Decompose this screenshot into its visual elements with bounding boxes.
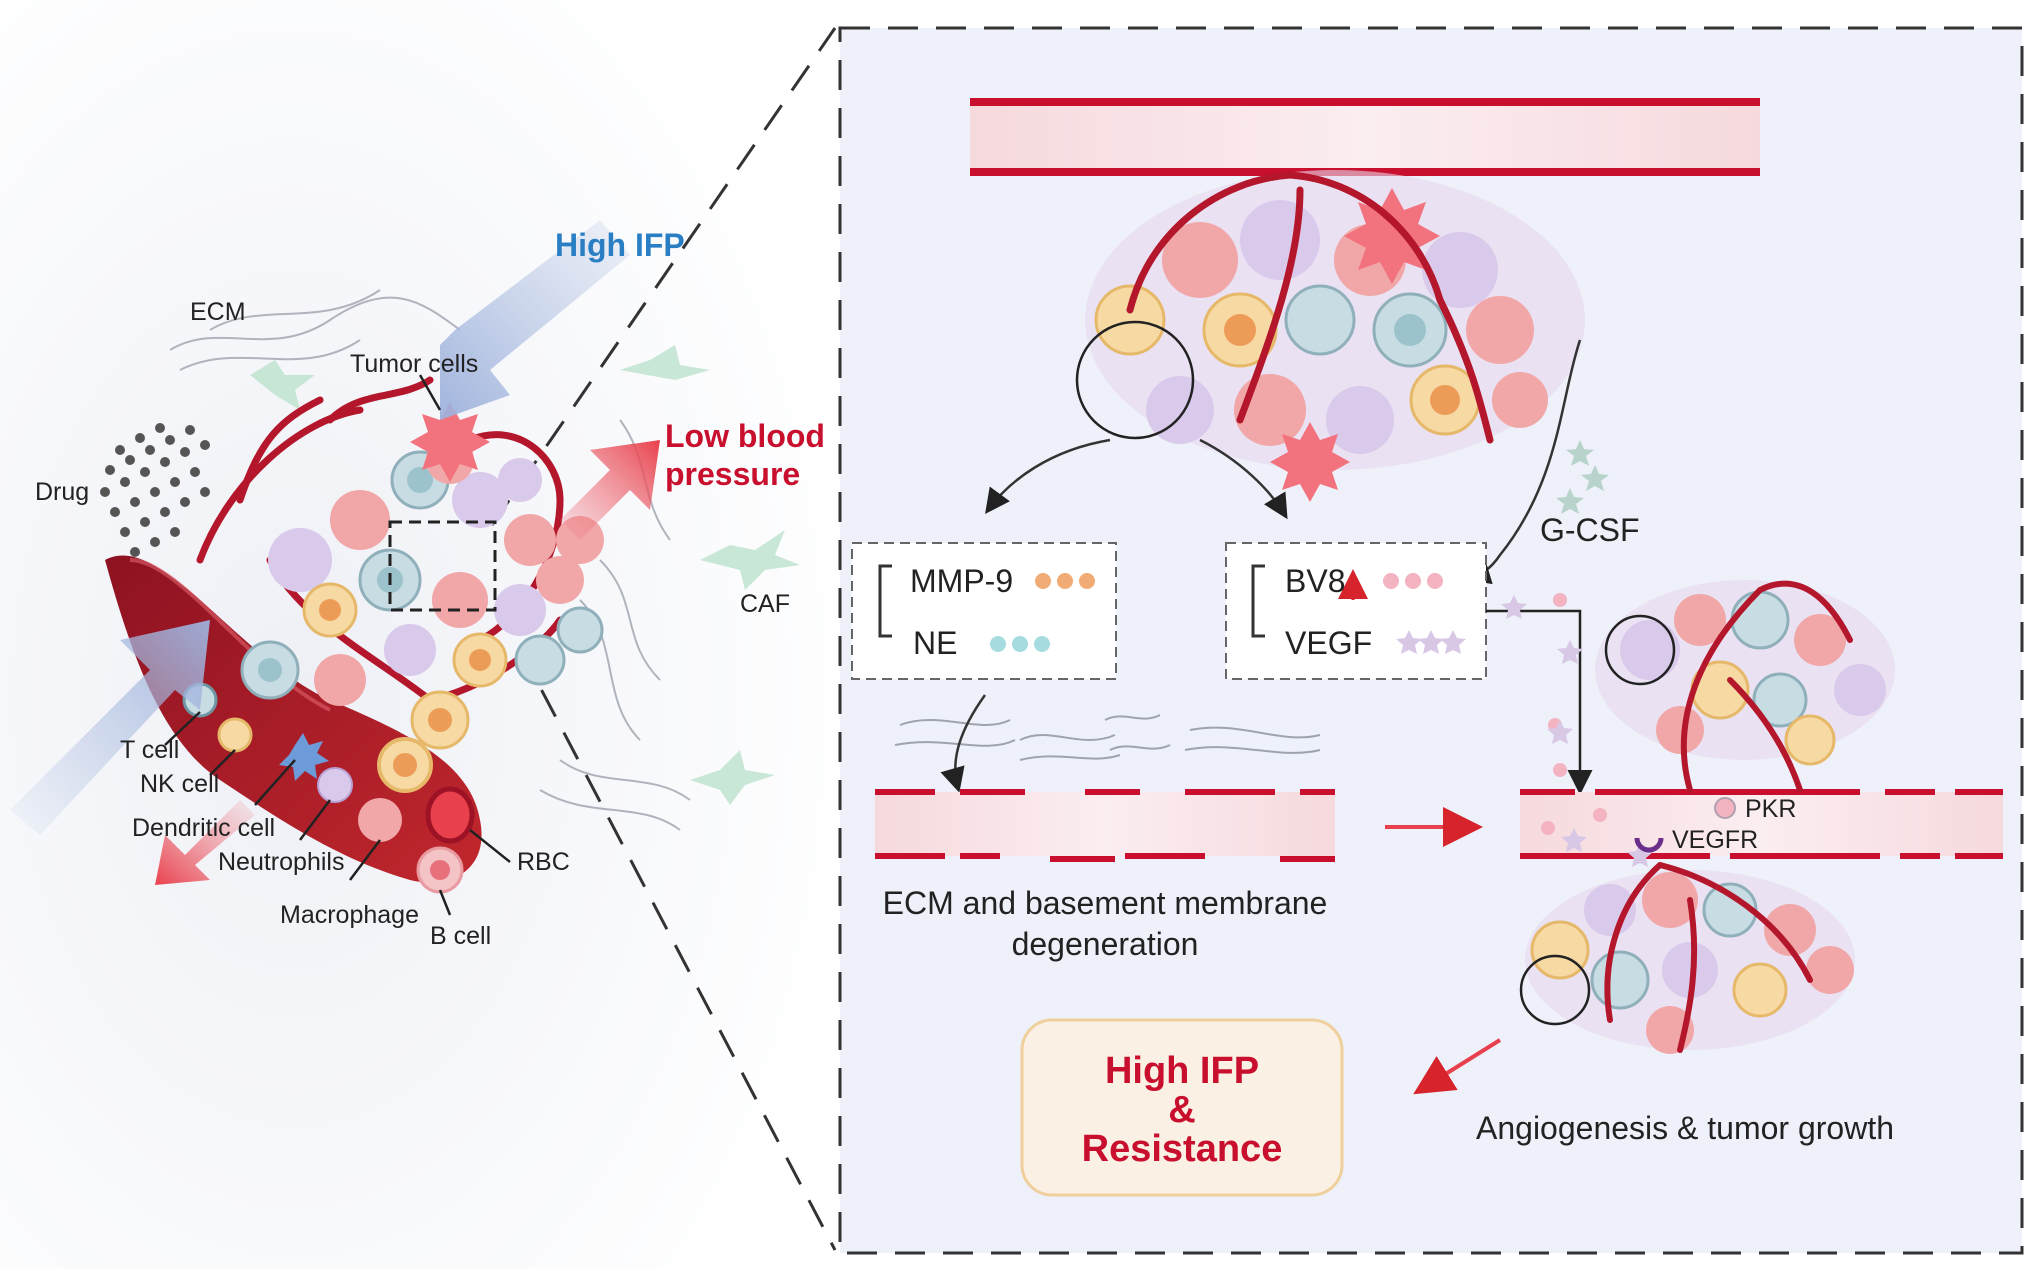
angiogenesis-label: Angiogenesis & tumor growth bbox=[1476, 1110, 1894, 1146]
tumor-cells-label: Tumor cells bbox=[350, 350, 479, 378]
factor-particles bbox=[1501, 593, 1583, 777]
ne-dots bbox=[990, 636, 1050, 652]
high-ifp-arrow-top bbox=[440, 220, 630, 420]
t-cell-label: T cell bbox=[120, 736, 180, 764]
zoom-line-bottom bbox=[495, 604, 837, 1251]
right-bottom-vessels bbox=[1604, 862, 1813, 1053]
arrow-to-box1 bbox=[985, 438, 1111, 515]
bv8-label: BV8 bbox=[1285, 563, 1346, 599]
high-ifp-arrow-bottom bbox=[10, 620, 210, 835]
right-membrane bbox=[1520, 789, 2003, 867]
zoom-line-top bbox=[490, 27, 837, 526]
bv8-dots bbox=[1383, 573, 1443, 589]
immune-cells bbox=[182, 682, 475, 894]
mmp9-ne-box bbox=[851, 542, 1117, 680]
nk-cell-label: NK cell bbox=[140, 770, 220, 798]
ecm-fibers-right bbox=[894, 714, 1321, 761]
vegf-label: VEGF bbox=[1285, 625, 1373, 661]
right-panel-border bbox=[838, 26, 2024, 1255]
mmp9-label: MMP-9 bbox=[910, 563, 1014, 599]
vegfr-label: VEGFR bbox=[1672, 826, 1759, 854]
top-vessel bbox=[970, 98, 1760, 176]
arrow-to-box2 bbox=[1199, 438, 1288, 520]
low-bp-arrow-top bbox=[560, 440, 660, 540]
dendritic-cell-label: Dendritic cell bbox=[132, 814, 276, 842]
result-line3: Resistance bbox=[1081, 1128, 1283, 1170]
rbc-label: RBC bbox=[517, 848, 570, 876]
ecm-degeneration-line2: degeneration bbox=[1011, 926, 1199, 962]
to-result-arrow bbox=[1413, 1038, 1502, 1095]
caf-cells bbox=[250, 345, 800, 805]
vegfr-receptor-icon bbox=[1634, 837, 1664, 853]
result-box bbox=[1020, 1018, 1344, 1197]
caf-label: CAF bbox=[740, 590, 790, 618]
result-line1: High IFP bbox=[1104, 1050, 1260, 1092]
degenerating-membrane bbox=[875, 789, 1335, 862]
arrow-to-membrane bbox=[940, 694, 987, 793]
vegf-stars bbox=[1396, 630, 1466, 654]
right-top-cluster bbox=[1595, 580, 1895, 766]
right-top-vessels bbox=[1680, 580, 1853, 793]
gcsf-label: G-CSF bbox=[1540, 512, 1640, 548]
drug-dots bbox=[100, 423, 210, 557]
ecm-degeneration-line1: ECM and basement membrane bbox=[882, 885, 1328, 921]
box1-bracket bbox=[878, 564, 892, 638]
zoom-box bbox=[388, 520, 497, 612]
leader-lines bbox=[164, 374, 511, 916]
ne-label: NE bbox=[913, 625, 958, 661]
high-ifp-label: High IFP bbox=[555, 227, 685, 263]
b-cell-label: B cell bbox=[430, 922, 492, 950]
vessel-highlight bbox=[129, 558, 331, 712]
macrophage-label: Macrophage bbox=[280, 901, 419, 929]
gcsf-stars bbox=[1556, 440, 1609, 514]
bv8-vegf-box bbox=[1225, 542, 1487, 680]
pkr-label: PKR bbox=[1745, 795, 1797, 823]
ecm-label: ECM bbox=[190, 298, 246, 326]
low-bp-arrow-bottom bbox=[155, 800, 255, 885]
top-tumor-cluster bbox=[1075, 170, 1585, 502]
drug-label: Drug bbox=[35, 478, 90, 506]
result-line2: & bbox=[1168, 1089, 1196, 1131]
low-bp-label-line2: pressure bbox=[665, 456, 801, 492]
mmp9-dots bbox=[1035, 573, 1095, 589]
top-tumor-vessels bbox=[1126, 171, 1494, 444]
low-bp-label-line1: Low blood bbox=[665, 418, 825, 454]
box2-bracket bbox=[1251, 564, 1265, 638]
neutrophils-label: Neutrophils bbox=[218, 848, 345, 876]
